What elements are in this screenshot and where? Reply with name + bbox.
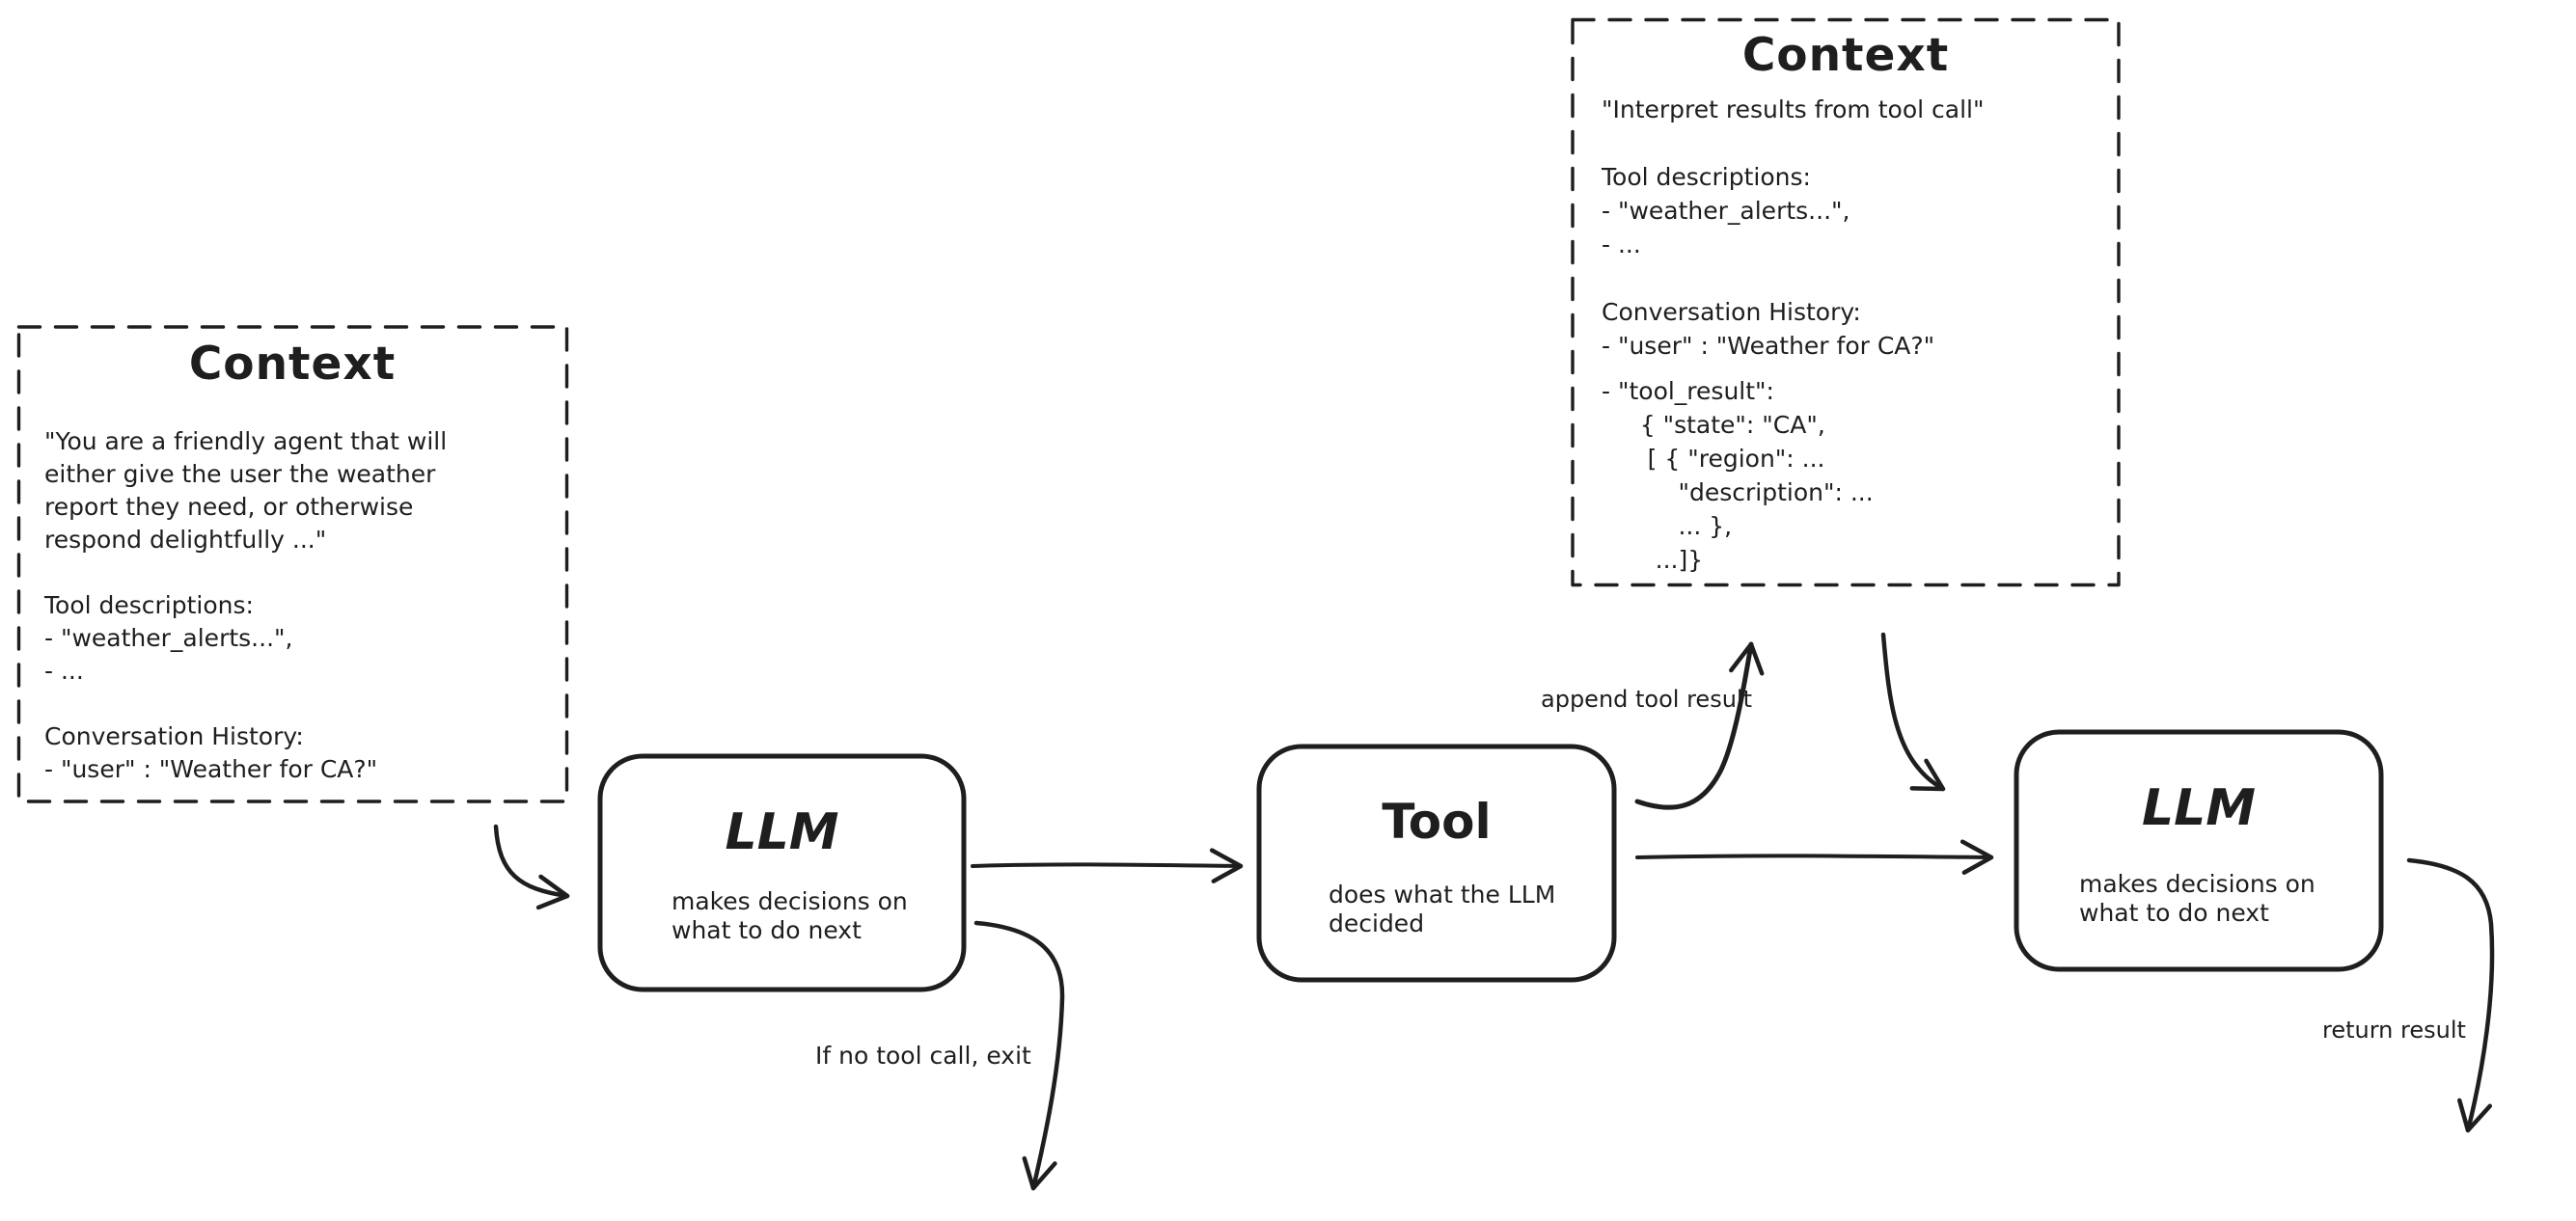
context-top-line: Conversation History: (1602, 298, 1861, 326)
context-top-line: "Interpret results from tool call" (1602, 95, 1985, 123)
tool-subtitle: does what the LLM decided (1329, 881, 1555, 938)
tool-subtitle-line: decided (1329, 909, 1425, 937)
context-box-left-border (16, 325, 569, 803)
context-top-line: "description": ... (1602, 478, 1874, 506)
context-left-line (44, 688, 548, 720)
context-left-line: either give the user the weather (44, 460, 436, 488)
arrow-context-left-to-llm1 (493, 824, 570, 910)
context-top-line: [ { "region": ... (1602, 445, 1825, 473)
arrow-llm1-exit (973, 920, 1065, 1191)
context-top-title: Context (1741, 29, 1950, 82)
llm2-subtitle-line: makes decisions on (2079, 870, 2316, 898)
context-top-line: - "tool_result": (1602, 377, 1774, 405)
context-top-line: Tool descriptions: (1602, 163, 1811, 191)
context-left-line: report they need, or otherwise (44, 493, 414, 521)
context-left-line: Conversation History: (44, 722, 304, 750)
arrow-tool-to-llm2 (1635, 839, 1994, 875)
tool-node-border (1256, 744, 1617, 983)
tool-subtitle-line: does what the LLM (1329, 881, 1556, 909)
no-tool-call-exit-label: If no tool call, exit (815, 1042, 1031, 1070)
llm-node-1-border (597, 753, 967, 992)
context-top-line (1602, 126, 2103, 160)
llm1-title: LLM (725, 803, 839, 861)
context-top-line: - "weather_alerts...", (1602, 197, 1850, 225)
llm1-subtitle-line: what to do next (671, 916, 862, 944)
llm2-subtitle: makes decisions on what to do next (2079, 870, 2316, 928)
llm-node-2-border (2014, 729, 2384, 972)
context-top-line: ...]} (1602, 546, 1704, 574)
context-left-line: "You are a friendly agent that will (44, 427, 448, 455)
append-tool-result-label: append tool result (1541, 686, 1752, 713)
context-left-line: - "weather_alerts...", (44, 624, 293, 652)
context-top-line: ... }, (1602, 512, 1733, 540)
context-top-line: - "user" : "Weather for CA?" (1602, 332, 1935, 360)
context-top-line: { "state": "CA", (1602, 411, 1825, 439)
return-result-label: return result (2322, 1017, 2466, 1044)
llm1-subtitle: makes decisions on what to do next (671, 887, 908, 945)
context-left-title: Context (188, 338, 397, 391)
arrow-tool-to-context-top (1634, 641, 1765, 810)
context-left-body: "You are a friendly agent that will eith… (44, 425, 548, 786)
llm2-title: LLM (2141, 779, 2256, 837)
context-left-line: Tool descriptions: (44, 591, 254, 619)
tool-title: Tool (1382, 794, 1492, 850)
arrow-llm2-return (2406, 857, 2495, 1133)
arrow-llm1-to-tool (971, 848, 1244, 883)
context-left-line: - "user" : "Weather for CA?" (44, 755, 378, 783)
context-box-top-border (1571, 17, 2121, 587)
context-top-line (1602, 261, 2103, 295)
context-left-line: - ... (44, 657, 84, 685)
context-top-body: "Interpret results from tool call" Tool … (1602, 93, 2103, 577)
context-left-line (44, 556, 548, 589)
context-top-line: - ... (1602, 231, 1641, 258)
context-left-line: respond delightfully ..." (44, 526, 327, 554)
llm1-subtitle-line: makes decisions on (671, 887, 908, 915)
llm2-subtitle-line: what to do next (2079, 899, 2269, 927)
arrow-context-top-to-llm2 (1880, 632, 1946, 792)
